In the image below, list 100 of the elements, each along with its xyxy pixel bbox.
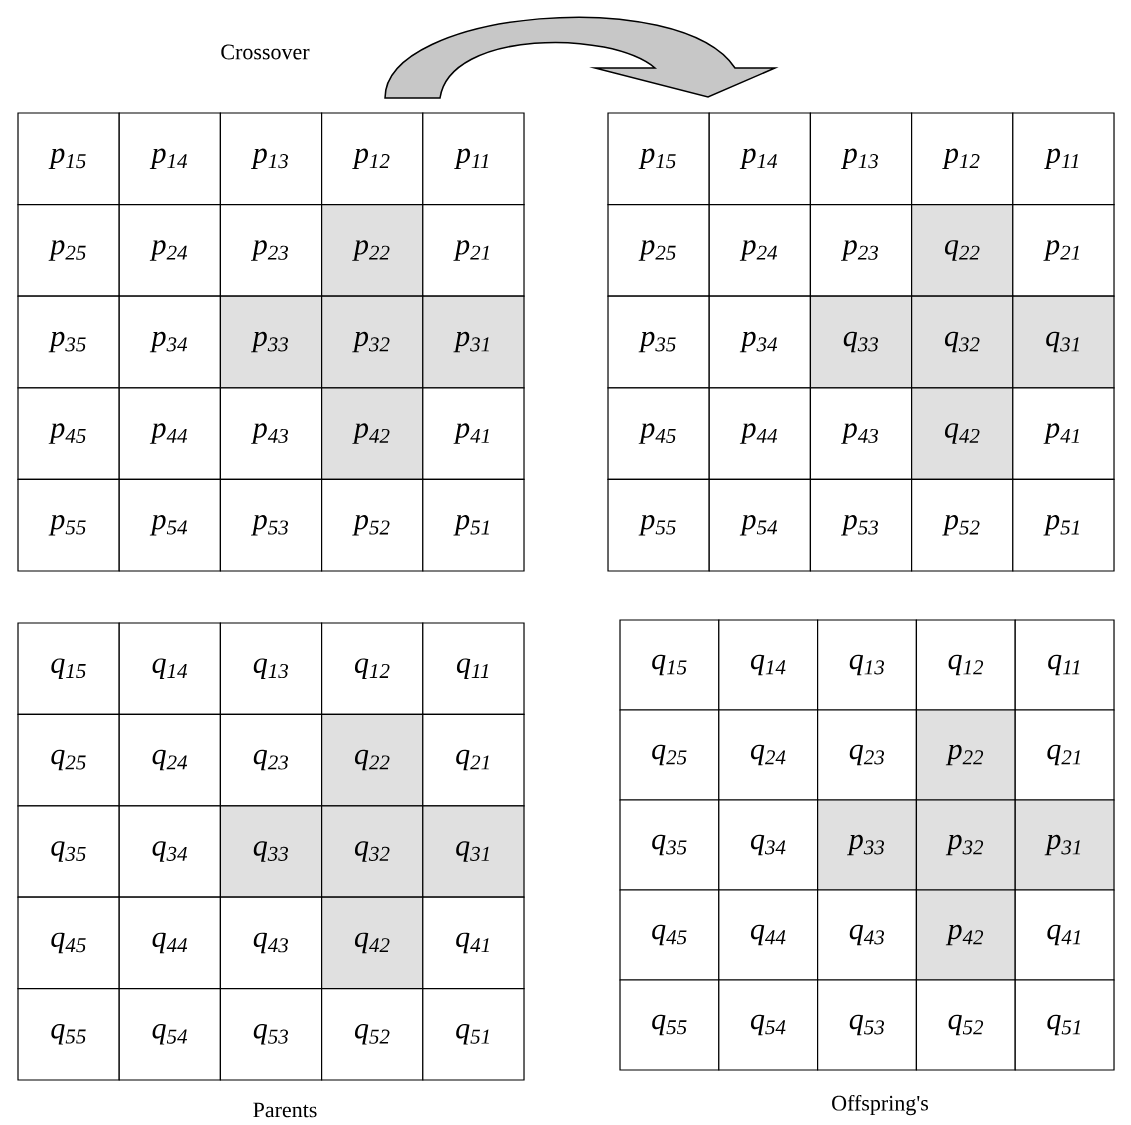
table-cell: p$_{11}$	[1012, 112, 1115, 206]
table-cell: p$_{15}$	[607, 112, 710, 206]
table-cell: p$_{35}$	[607, 295, 710, 389]
table-cell: p$_{42}$	[915, 889, 1016, 981]
table-cell: q$_{15}$	[17, 622, 120, 715]
table-cell: q$_{34}$	[718, 799, 819, 891]
table-cell: p$_{53}$	[219, 478, 323, 572]
table-cell: p$_{24}$	[708, 204, 811, 297]
table-cell: q$_{54}$	[118, 988, 221, 1081]
table-cell: p$_{13}$	[219, 112, 323, 206]
table-cell: q$_{21}$	[1014, 709, 1115, 801]
table-cell: q$_{45}$	[17, 896, 120, 990]
table-cell: q$_{41}$	[1014, 889, 1115, 981]
table-cell: q$_{43}$	[817, 889, 917, 981]
table-cell: q$_{42}$	[911, 387, 1014, 480]
table-cell: q$_{25}$	[619, 709, 720, 801]
table-cell: q$_{13}$	[219, 622, 323, 715]
table-cell: q$_{31}$	[1012, 295, 1115, 389]
table-cell: p$_{34}$	[118, 295, 221, 389]
table-cell: p$_{35}$	[17, 295, 120, 389]
table-cell: p$_{55}$	[607, 478, 710, 572]
table-cell: q$_{43}$	[219, 896, 323, 990]
table-cell: p$_{33}$	[817, 799, 917, 891]
caption: Offspring's	[832, 1094, 929, 1116]
table-cell: q$_{44}$	[718, 889, 819, 981]
table-cell: q$_{55}$	[619, 979, 720, 1071]
table-cell: q$_{22}$	[321, 713, 424, 807]
table-cell: p$_{14}$	[118, 112, 221, 206]
table-cell: q$_{35}$	[619, 799, 720, 891]
table-cell: q$_{15}$	[619, 619, 720, 711]
table-cell: p$_{43}$	[809, 387, 913, 480]
table-cell: q$_{14}$	[118, 622, 221, 715]
table-cell: q$_{22}$	[911, 204, 1014, 297]
table-cell: q$_{11}$	[1014, 619, 1115, 711]
table-cell: p$_{44}$	[118, 387, 221, 480]
table-cell: p$_{22}$	[915, 709, 1016, 801]
table-cell: q$_{13}$	[817, 619, 917, 711]
table-cell: p$_{32}$	[915, 799, 1016, 891]
table-cell: q$_{33}$	[219, 805, 323, 898]
table-cell: p$_{25}$	[607, 204, 710, 297]
table-cell: p$_{34}$	[708, 295, 811, 389]
table-cell: q$_{33}$	[809, 295, 913, 389]
caption: Parents	[253, 1102, 317, 1118]
table-cell: p$_{14}$	[708, 112, 811, 206]
table-cell: q$_{23}$	[219, 713, 323, 807]
table-cell: q$_{24}$	[718, 709, 819, 801]
table-cell: q$_{25}$	[17, 713, 120, 807]
table-cell: q$_{52}$	[321, 988, 424, 1081]
table-cell: q$_{51}$	[1014, 979, 1115, 1071]
table-cell: p$_{41}$	[422, 387, 525, 480]
table-cell: q$_{12}$	[915, 619, 1016, 711]
table-cell: p$_{11}$	[422, 112, 525, 206]
table-cell: q$_{51}$	[422, 988, 525, 1081]
table-cell: q$_{55}$	[17, 988, 120, 1081]
table-cell: p$_{54}$	[708, 478, 811, 572]
table-cell: p$_{51}$	[1012, 478, 1115, 572]
table-cell: p$_{44}$	[708, 387, 811, 480]
caption: Crossover	[221, 44, 310, 60]
table-cell: p$_{21}$	[422, 204, 525, 297]
table-cell: q$_{32}$	[911, 295, 1014, 389]
table-cell: q$_{54}$	[718, 979, 819, 1071]
table-cell: p$_{51}$	[422, 478, 525, 572]
table-cell: p$_{12}$	[911, 112, 1014, 206]
table-cell: p$_{31}$	[422, 295, 525, 389]
table-cell: q$_{11}$	[422, 622, 525, 715]
table-cell: p$_{33}$	[219, 295, 323, 389]
table-cell: p$_{23}$	[219, 204, 323, 297]
table-cell: q$_{23}$	[817, 709, 917, 801]
table-cell: q$_{45}$	[619, 889, 720, 981]
table-cell: p$_{13}$	[809, 112, 913, 206]
table-cell: p$_{25}$	[17, 204, 120, 297]
table-cell: p$_{52}$	[911, 478, 1014, 572]
table-cell: p$_{32}$	[321, 295, 424, 389]
table-cell: q$_{53}$	[219, 988, 323, 1081]
table-cell: q$_{42}$	[321, 896, 424, 990]
table-cell: q$_{24}$	[118, 713, 221, 807]
table-cell: p$_{45}$	[17, 387, 120, 480]
table-cell: q$_{53}$	[817, 979, 917, 1071]
table-cell: q$_{31}$	[422, 805, 525, 898]
table-cell: p$_{31}$	[1014, 799, 1115, 891]
table-cell: p$_{53}$	[809, 478, 913, 572]
table-cell: p$_{43}$	[219, 387, 323, 480]
table-cell: p$_{15}$	[17, 112, 120, 206]
table-cell: q$_{41}$	[422, 896, 525, 990]
table-cell: q$_{44}$	[118, 896, 221, 990]
table-cell: p$_{24}$	[118, 204, 221, 297]
table-cell: p$_{23}$	[809, 204, 913, 297]
table-cell: q$_{52}$	[915, 979, 1016, 1071]
table-cell: p$_{42}$	[321, 387, 424, 480]
table-cell: p$_{21}$	[1012, 204, 1115, 297]
table-cell: p$_{22}$	[321, 204, 424, 297]
table-cell: p$_{41}$	[1012, 387, 1115, 480]
table-cell: p$_{45}$	[607, 387, 710, 480]
table-cell: p$_{12}$	[321, 112, 424, 206]
table-cell: q$_{34}$	[118, 805, 221, 898]
table-cell: p$_{52}$	[321, 478, 424, 572]
table-cell: p$_{55}$	[17, 478, 120, 572]
table-cell: q$_{35}$	[17, 805, 120, 898]
table-cell: q$_{21}$	[422, 713, 525, 807]
table-cell: p$_{54}$	[118, 478, 221, 572]
